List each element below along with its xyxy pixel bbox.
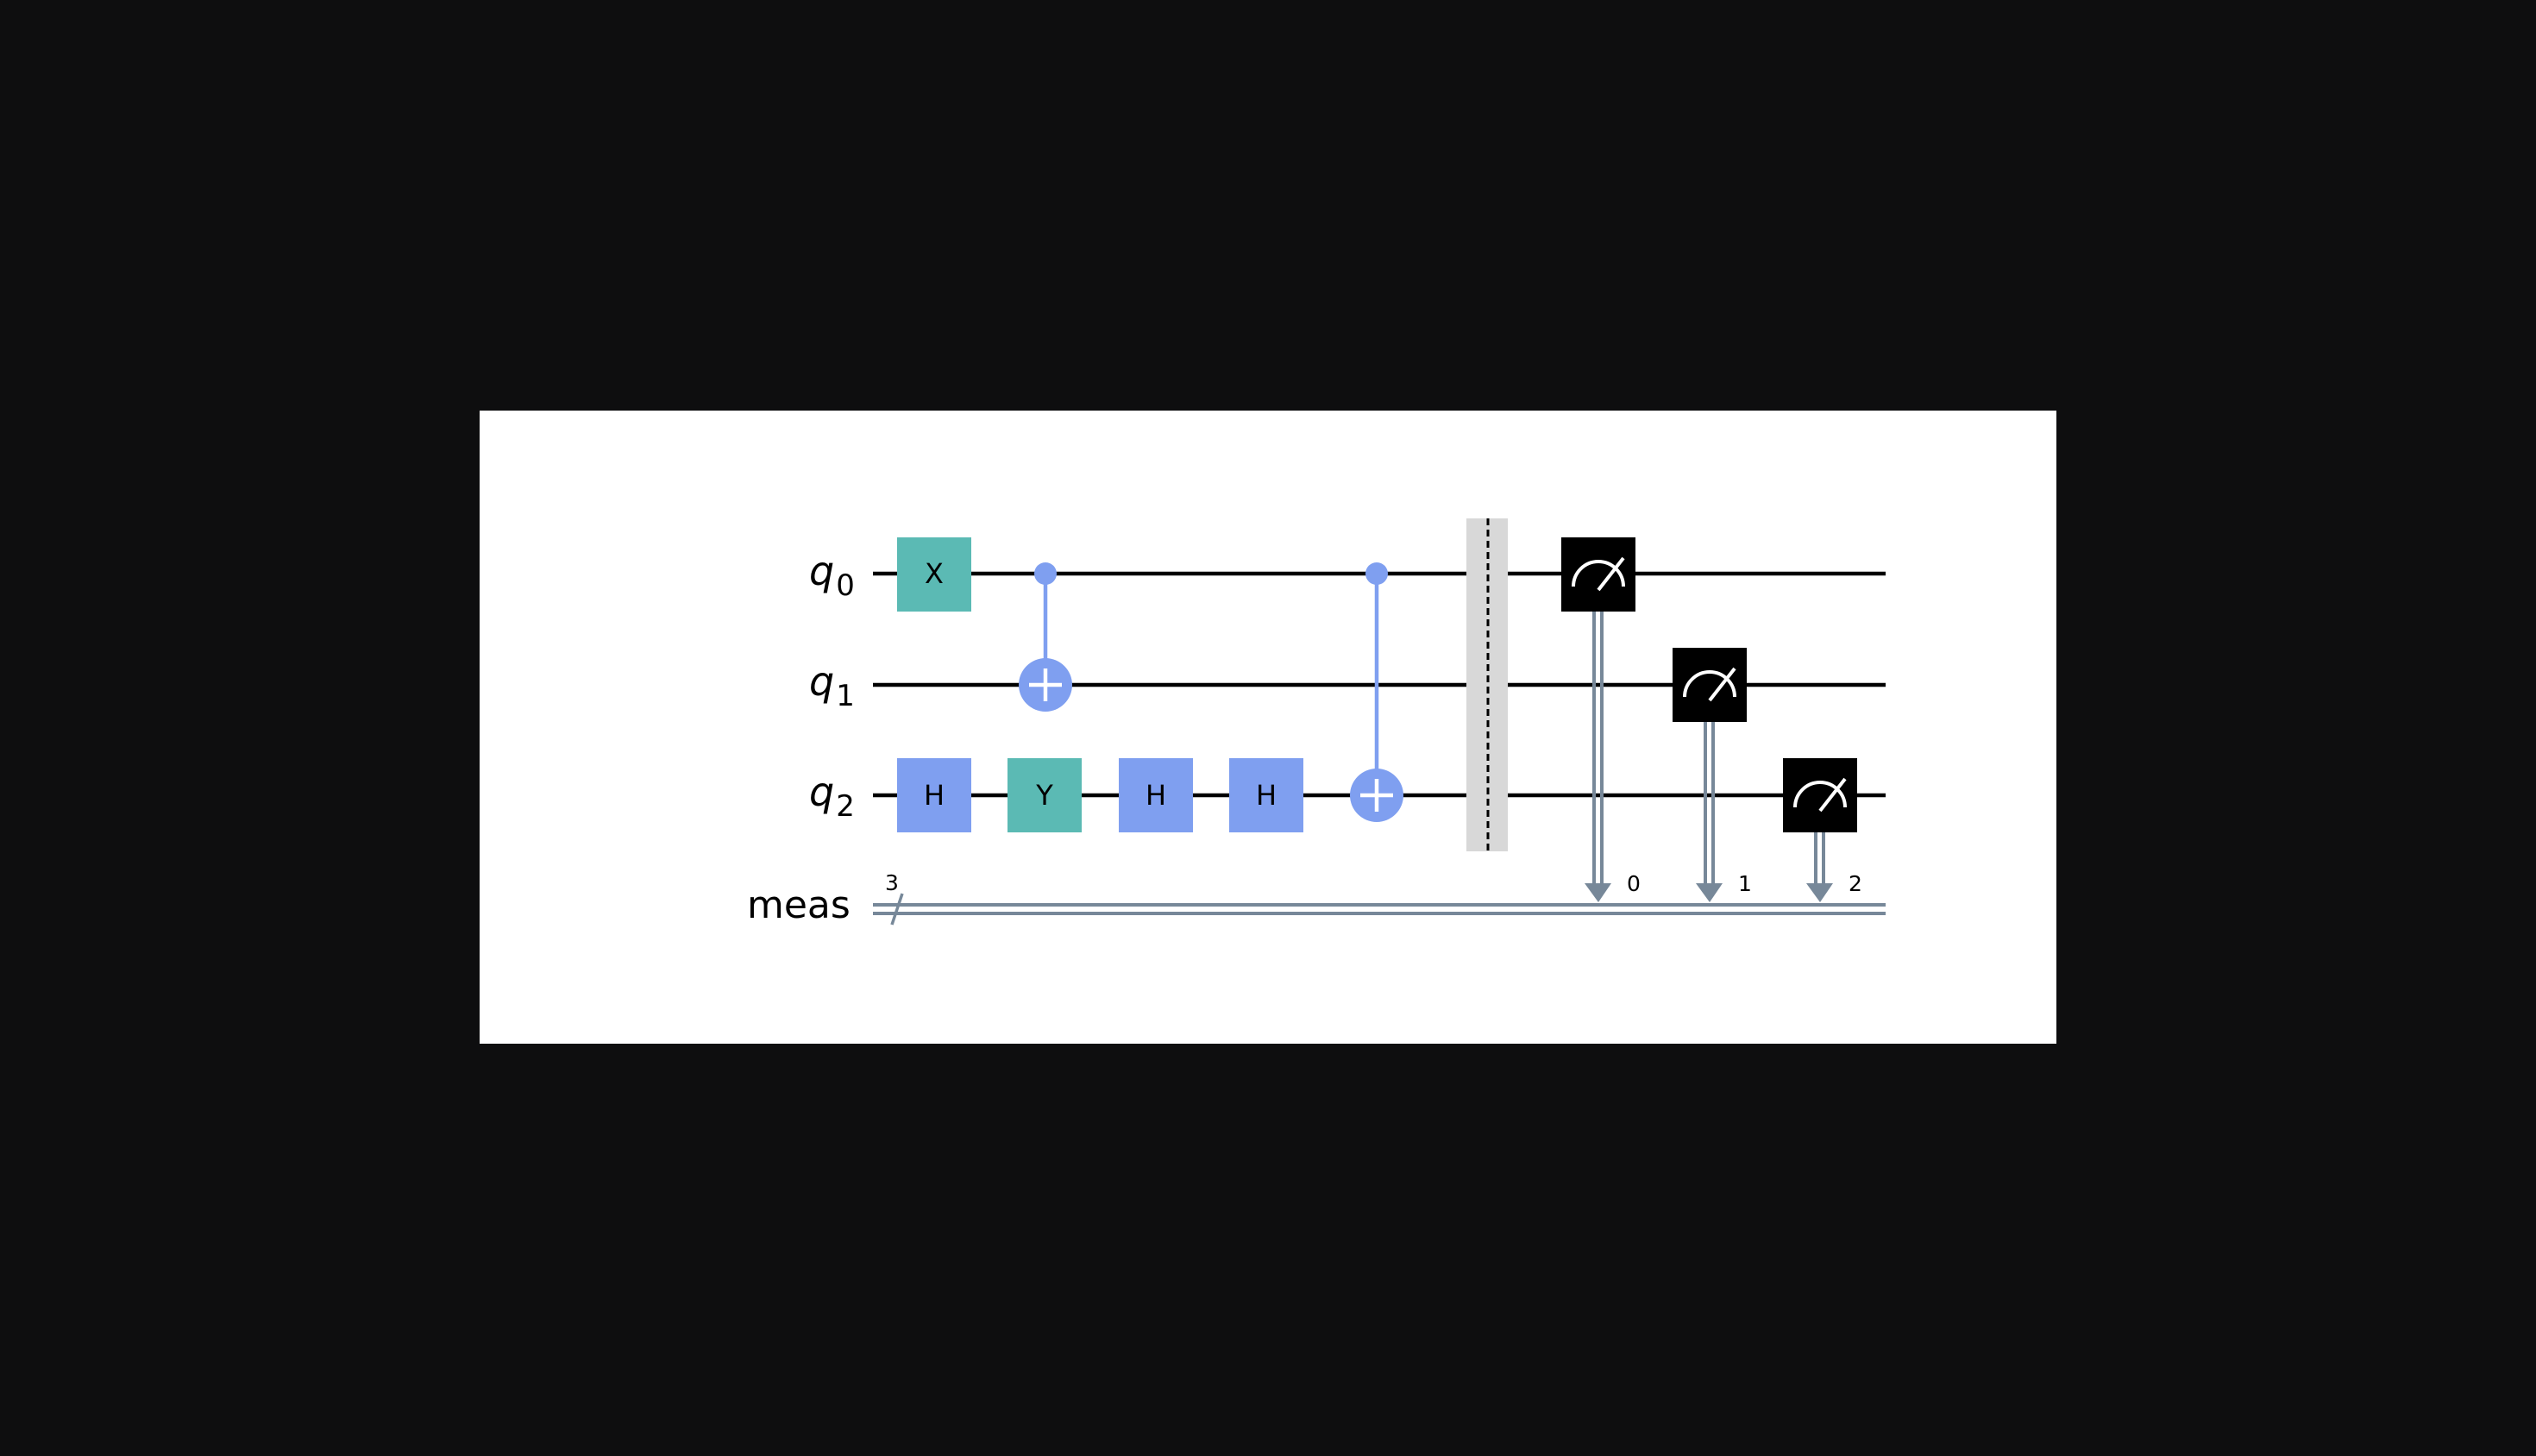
h-gate-2 [1119, 758, 1193, 832]
clbit-label-2: 2 [1849, 871, 1862, 896]
measure-1-meter-icon [1673, 648, 1747, 722]
barrier [1466, 518, 1508, 851]
measure-1-arrow-icon [1696, 883, 1723, 902]
cx-2-control-dot-icon [1365, 562, 1388, 585]
h-gate-1-label: H [924, 779, 945, 812]
qubit-label-q0: q0 [809, 548, 855, 603]
h-gate-3-label: H [1256, 779, 1277, 812]
h-gate-1 [897, 758, 971, 832]
classical-register-label: meas [747, 883, 851, 927]
cx-2-target-plus-circle-icon [1350, 769, 1403, 822]
circuit-panel [480, 411, 2056, 1044]
clbit-label-1: 1 [1738, 871, 1752, 896]
x-gate [897, 537, 971, 612]
clbit-label-0: 0 [1627, 871, 1641, 896]
y-gate [1007, 758, 1082, 832]
cx-1-target-plus-circle-icon [1019, 658, 1072, 712]
register-size-label: 3 [885, 870, 899, 895]
measure-2-arrow-icon [1806, 883, 1833, 902]
qubit-label-q1: q1 [809, 658, 855, 713]
x-gate-label: X [925, 557, 944, 590]
h-gate-3 [1229, 758, 1303, 832]
h-gate-2-label: H [1146, 779, 1166, 812]
cx-1-control-dot-icon [1034, 562, 1057, 585]
measure-0-arrow-icon [1585, 883, 1611, 902]
y-gate-label: Y [1035, 779, 1053, 812]
qubit-label-q2: q2 [809, 769, 855, 824]
register-slash-icon [890, 893, 904, 926]
measure-0-meter-icon [1561, 537, 1635, 612]
measure-2-meter-icon [1783, 758, 1857, 832]
